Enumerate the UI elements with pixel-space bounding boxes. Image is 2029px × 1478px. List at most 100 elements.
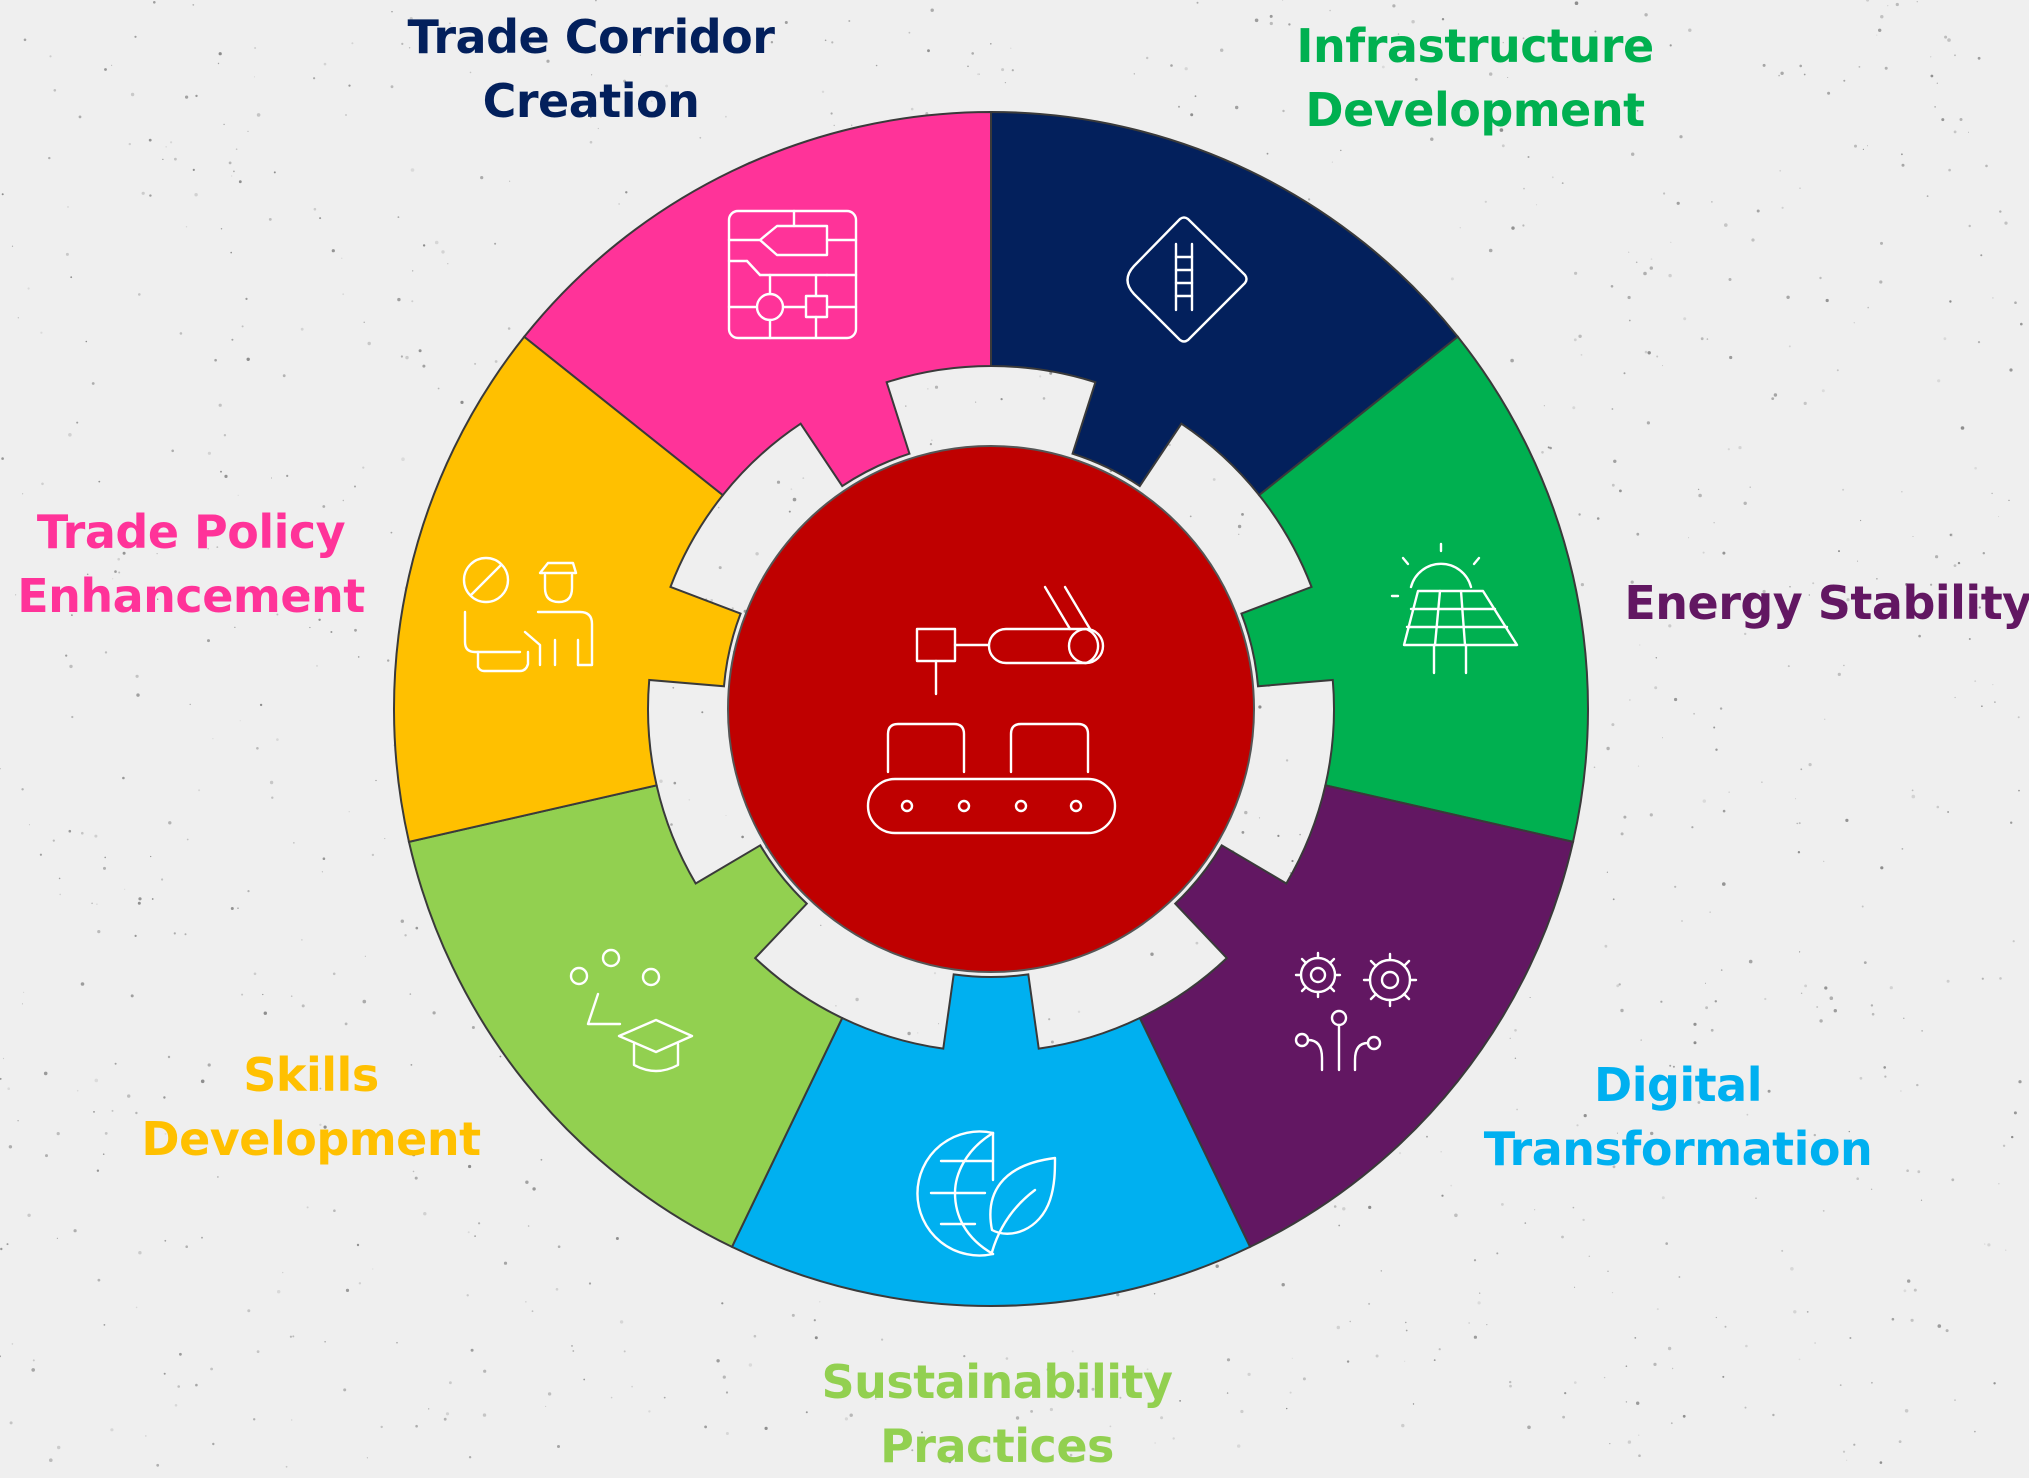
speckle-dot: [171, 449, 174, 453]
speckle-dot: [1693, 1022, 1697, 1026]
speckle-dot: [1947, 38, 1951, 42]
speckle-dot: [1514, 1057, 1517, 1060]
speckle-dot: [212, 738, 214, 740]
speckle-dot: [1786, 295, 1790, 299]
speckle-dot: [410, 168, 415, 172]
speckle-dot: [1594, 30, 1597, 33]
speckle-dot: [1669, 44, 1672, 47]
speckle-dot: [1671, 1367, 1674, 1370]
speckle-dot: [371, 853, 375, 857]
speckle-dot: [1870, 1188, 1873, 1191]
speckle-dot: [134, 934, 137, 938]
speckle-dot: [907, 1031, 911, 1036]
speckle-dot: [103, 1324, 106, 1326]
speckle-dot: [927, 49, 930, 53]
speckle-dot: [114, 1062, 117, 1065]
speckle-dot: [688, 799, 691, 801]
speckle-dot: [1936, 805, 1940, 809]
speckle-dot: [58, 877, 61, 880]
speckle-dot: [70, 276, 73, 279]
speckle-dot: [1808, 594, 1810, 596]
speckle-dot: [1957, 561, 1961, 565]
speckle-dot: [1625, 1401, 1628, 1403]
speckle-dot: [1667, 1346, 1672, 1351]
speckle-dot: [925, 112, 929, 115]
speckle-dot: [1879, 1461, 1883, 1464]
speckle-dot: [1960, 426, 1965, 430]
speckle-dot: [1247, 1372, 1251, 1376]
speckle-dot: [1713, 522, 1715, 524]
speckle-dot: [130, 994, 134, 998]
speckle-dot: [556, 1288, 558, 1291]
speckle-dot: [1744, 632, 1747, 636]
speckle-dot: [1414, 78, 1418, 81]
speckle-dot: [1630, 580, 1634, 584]
speckle-dot: [1308, 198, 1311, 201]
speckle-dot: [319, 1123, 322, 1127]
speckle-dot: [1077, 1010, 1081, 1013]
speckle-dot: [1289, 872, 1292, 874]
graduation-cap-icon: [569, 948, 694, 1073]
speckle-dot: [1804, 984, 1807, 988]
speckle-dot: [710, 599, 714, 602]
speckle-dot: [1616, 984, 1620, 988]
speckle-dot: [324, 1341, 326, 1343]
speckle-dot: [509, 180, 511, 182]
speckle-dot: [571, 1345, 573, 1347]
speckle-dot: [1580, 354, 1583, 356]
speckle-dot: [1836, 369, 1839, 372]
speckle-dot: [1109, 1425, 1112, 1428]
speckle-dot: [230, 251, 232, 254]
speckle-dot: [27, 1213, 31, 1218]
speckle-dot: [354, 628, 357, 632]
speckle-dot: [189, 703, 191, 706]
speckle-dot: [53, 89, 57, 92]
speckle-dot: [1691, 826, 1694, 829]
speckle-dot: [241, 325, 244, 328]
speckle-dot: [1756, 209, 1760, 213]
speckle-dot: [1647, 351, 1651, 355]
speckle-dot: [764, 1426, 768, 1430]
speckle-dot: [1408, 115, 1411, 118]
speckle-dot: [466, 1294, 469, 1297]
speckle-dot: [468, 1456, 472, 1459]
speckle-dot: [1662, 365, 1664, 367]
speckle-dot: [930, 8, 934, 12]
speckle-dot: [170, 141, 173, 144]
speckle-dot: [1509, 1384, 1512, 1388]
speckle-dot: [721, 1302, 724, 1305]
speckle-dot: [874, 1398, 877, 1400]
speckle-dot: [2011, 1135, 2014, 1139]
center-hub: [727, 445, 1255, 973]
speckle-dot: [1333, 1205, 1337, 1208]
speckle-dot: [97, 930, 101, 934]
speckle-dot: [2002, 1144, 2006, 1148]
speckle-dot: [1861, 905, 1864, 908]
label-line: Transformation: [1483, 1122, 1873, 1176]
speckle-dot: [418, 349, 422, 353]
speckle-dot: [342, 499, 344, 502]
speckle-dot: [1663, 192, 1666, 195]
speckle-dot: [1302, 1377, 1306, 1381]
speckle-dot: [286, 474, 289, 477]
speckle-dot: [741, 835, 744, 839]
speckle-dot: [1527, 1425, 1531, 1430]
speckle-dot: [805, 1411, 808, 1414]
speckle-dot: [411, 300, 414, 303]
speckle-dot: [332, 588, 335, 591]
speckle-dot: [207, 547, 209, 550]
speckle-dot: [390, 85, 394, 89]
speckle-dot: [207, 451, 211, 455]
speckle-dot: [1561, 1235, 1564, 1239]
speckle-dot: [231, 175, 233, 177]
speckle-dot: [583, 1378, 586, 1381]
speckle-dot: [179, 1352, 182, 1356]
speckle-dot: [699, 136, 702, 139]
speckle-dot: [1911, 789, 1914, 792]
speckle-dot: [1392, 4, 1396, 8]
speckle-dot: [1985, 164, 1988, 168]
speckle-dot: [1798, 822, 1801, 825]
speckle-dot: [247, 130, 249, 132]
speckle-dot: [85, 340, 88, 343]
speckle-dot: [23, 991, 25, 994]
